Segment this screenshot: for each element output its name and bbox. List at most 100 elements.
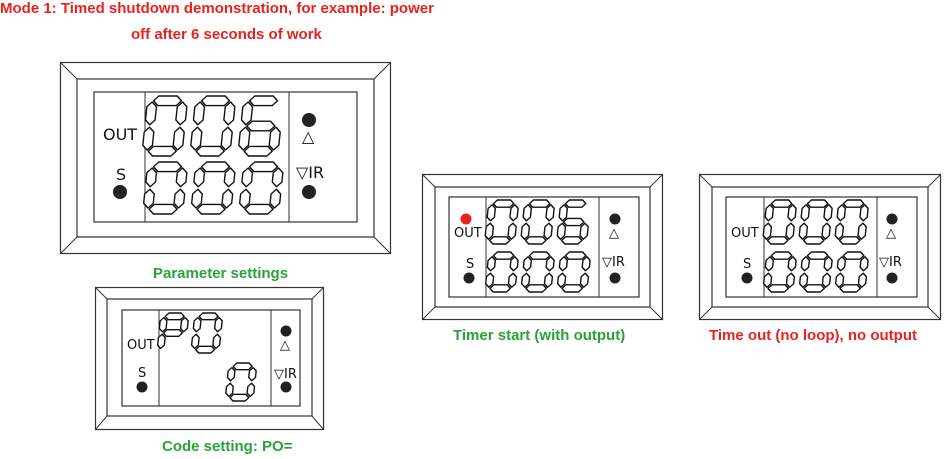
digit-segment bbox=[800, 256, 811, 272]
display-top-row bbox=[156, 312, 223, 354]
digit bbox=[238, 95, 281, 157]
up-button[interactable] bbox=[302, 113, 316, 127]
digit-segment bbox=[192, 101, 206, 126]
digit-segment bbox=[545, 256, 555, 272]
digit-segment bbox=[271, 167, 284, 188]
digit-segment bbox=[190, 333, 200, 350]
digit-segment bbox=[509, 204, 519, 222]
digit-segment bbox=[834, 272, 845, 288]
out-label: OUT bbox=[454, 226, 482, 241]
caption-time-out: Time out (no loop), no output bbox=[709, 327, 918, 344]
digit bbox=[520, 199, 555, 245]
digit bbox=[190, 95, 236, 157]
digit-segment bbox=[198, 312, 219, 321]
digit-segment bbox=[248, 161, 279, 173]
digit-segment bbox=[764, 256, 775, 272]
digit-segment bbox=[787, 204, 797, 222]
digit-segment bbox=[821, 272, 832, 288]
display-bottom-row bbox=[762, 251, 869, 293]
down-button[interactable] bbox=[886, 272, 898, 284]
digit-segment bbox=[560, 236, 583, 245]
digit-segment bbox=[243, 145, 273, 157]
s-button[interactable] bbox=[463, 272, 475, 284]
down-ir-label: ▽IR bbox=[296, 163, 324, 182]
digit-segment bbox=[767, 284, 790, 293]
title-line-1: Mode 1: Timed shutdown demonstration, fo… bbox=[0, 0, 434, 17]
digit-segment bbox=[240, 101, 254, 126]
digit-segment bbox=[770, 199, 793, 208]
digit-segment bbox=[193, 167, 206, 188]
digit-segment bbox=[579, 222, 589, 240]
digit-segment bbox=[857, 222, 867, 240]
digit-segment bbox=[200, 95, 231, 107]
digit-segment bbox=[156, 333, 166, 350]
digit bbox=[834, 251, 869, 293]
s-label: S bbox=[116, 165, 126, 184]
digit bbox=[156, 312, 189, 350]
up-button[interactable] bbox=[886, 213, 898, 225]
digit-segment bbox=[764, 204, 775, 222]
display-bottom-row bbox=[142, 161, 284, 215]
up-button[interactable] bbox=[280, 325, 292, 337]
display-top-row bbox=[142, 95, 281, 157]
down-button[interactable] bbox=[609, 272, 621, 284]
digit-segment bbox=[241, 167, 254, 188]
digit-segment bbox=[798, 222, 809, 240]
up-label: △ bbox=[609, 226, 619, 241]
digit-segment bbox=[859, 204, 869, 222]
digit-segment bbox=[528, 199, 551, 208]
digit-segment bbox=[762, 222, 773, 240]
digit-segment bbox=[486, 256, 497, 272]
digit-segment bbox=[787, 256, 797, 272]
down-button[interactable] bbox=[302, 185, 316, 199]
title-line-2: off after 6 seconds of work bbox=[131, 26, 322, 43]
s-button[interactable] bbox=[136, 381, 148, 393]
digit bbox=[484, 251, 519, 293]
digit-segment bbox=[785, 222, 795, 240]
digit-segment bbox=[842, 199, 865, 208]
digit-segment bbox=[196, 203, 226, 215]
digit bbox=[142, 95, 188, 157]
caption-parameter-settings: Parameter settings bbox=[153, 265, 289, 282]
digit-segment bbox=[834, 222, 845, 240]
digit-segment bbox=[226, 366, 236, 382]
digit-segment bbox=[152, 95, 183, 107]
digit-segment bbox=[558, 204, 569, 222]
digit-segment bbox=[246, 382, 256, 398]
caption-code-setting: Code setting: PO= bbox=[162, 438, 293, 455]
digit-segment bbox=[545, 204, 555, 222]
digit-segment bbox=[806, 251, 829, 260]
out-label: OUT bbox=[731, 226, 759, 241]
digit-segment bbox=[484, 222, 495, 240]
digit-segment bbox=[158, 316, 168, 333]
digit-segment bbox=[859, 256, 869, 272]
s-button[interactable] bbox=[113, 185, 127, 199]
digit bbox=[142, 161, 188, 215]
digit-segment bbox=[220, 126, 233, 151]
digit-segment bbox=[522, 256, 533, 272]
digit-segment bbox=[246, 120, 276, 132]
digit bbox=[556, 251, 591, 293]
digit-segment bbox=[144, 101, 158, 126]
digit-segment bbox=[543, 222, 553, 240]
digit-segment bbox=[836, 256, 847, 272]
digit bbox=[520, 251, 555, 293]
digit-segment bbox=[195, 345, 216, 354]
s-label: S bbox=[466, 257, 474, 272]
digit-segment bbox=[147, 145, 177, 157]
digit-segment bbox=[221, 188, 234, 209]
digit-segment bbox=[145, 167, 158, 188]
digit-segment bbox=[507, 222, 517, 240]
digit-segment bbox=[175, 101, 188, 126]
digit bbox=[762, 251, 797, 293]
digit bbox=[190, 161, 236, 215]
out-label: OUT bbox=[103, 125, 137, 144]
down-button[interactable] bbox=[280, 381, 292, 393]
up-button[interactable] bbox=[609, 213, 621, 225]
digit-segment bbox=[823, 204, 833, 222]
down-ir-label: ▽IR bbox=[879, 255, 902, 270]
s-button[interactable] bbox=[741, 272, 753, 284]
display-bottom-row bbox=[225, 362, 257, 402]
digit-segment bbox=[162, 328, 184, 338]
s-label: S bbox=[743, 257, 751, 272]
